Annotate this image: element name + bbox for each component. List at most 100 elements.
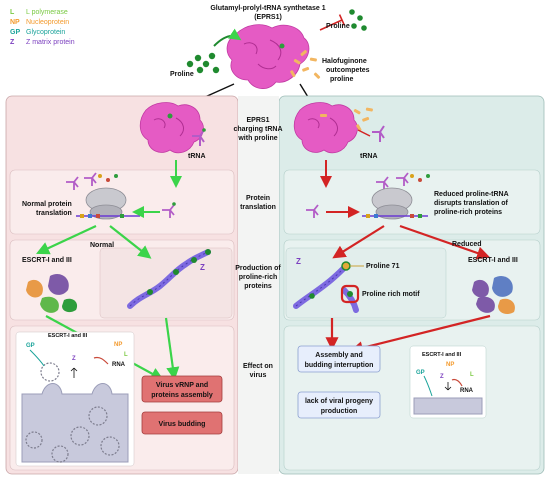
- cell-inset-right: [409, 345, 487, 419]
- eprs1-protein-top: [226, 24, 310, 89]
- inhibition-line: [319, 19, 343, 31]
- box-budding-text: Virus budding: [159, 421, 206, 428]
- row-label-charging-line-1: EPRS1: [247, 117, 270, 124]
- red-arrow-to-z-protein: [332, 225, 385, 259]
- halofuginone-label-line-2: outcompetes: [326, 67, 370, 74]
- inset-z-label-right: Z: [440, 374, 444, 380]
- red-arrow-to-escrt: [399, 224, 491, 260]
- inhibition-line-right: [357, 129, 371, 137]
- middle-column: [238, 96, 279, 474]
- row-label-charging-line-3: with proline: [237, 135, 277, 142]
- trna-icon-left-charging: [192, 128, 206, 146]
- halofuginone-molecules-right: [353, 107, 373, 132]
- title-line-1: Glutamyl-prolyl-tRNA synthetase 1: [210, 5, 325, 12]
- box-lack-line-1: lack of viral progeny: [305, 398, 373, 405]
- protein-blobs-left: [26, 273, 78, 313]
- normal-translation-line-1: Normal protein: [22, 201, 72, 208]
- title-line-2: (EPRS1): [254, 14, 282, 21]
- legend-name-z: Z matrix protein: [26, 39, 75, 46]
- trna-label-right: tRNA: [360, 153, 378, 160]
- row-label-production-line-1: Production of: [235, 265, 281, 272]
- legend-item-gp: GP Glycoprotein: [10, 29, 65, 36]
- legend: L L polymerase NP Nucleoprotein GP Glyco…: [10, 9, 75, 46]
- green-arrow-to-z-protein: [109, 225, 152, 259]
- box-lack-line-2: production: [321, 408, 358, 415]
- normal-label: Normal: [90, 242, 114, 249]
- normal-translation-line-2: translation: [36, 210, 72, 217]
- reduced-label: Reduced: [452, 241, 482, 248]
- inhibition-bar: [338, 14, 346, 26]
- trna-label-left: tRNA: [188, 153, 206, 160]
- legend-name-l: L polymerase: [26, 9, 68, 16]
- box-interrupt-line-1: Assembly and: [315, 352, 362, 359]
- reduced-translation-line-3: proline-rich proteins: [434, 209, 502, 216]
- inset-gp-label-left: GP: [26, 343, 35, 349]
- box-virus-assembly: Virus vRNP and proteins assembly: [141, 375, 223, 403]
- proline71-label: Proline 71: [366, 263, 400, 270]
- box-virus-budding: Virus budding: [141, 411, 223, 435]
- row-label-charging-line-2: charging tRNA: [234, 126, 283, 133]
- row-label-production-line-3: proteins: [244, 283, 272, 290]
- box-lack-progeny: lack of viral progeny production: [297, 391, 381, 419]
- proline-motif-label: Proline rich motif: [362, 291, 420, 298]
- reduced-translation-line-1: Reduced proline-tRNA: [434, 191, 509, 198]
- right-production-subbox: [285, 247, 447, 319]
- legend-code-l: L: [10, 9, 15, 16]
- z-protein-left: [127, 249, 211, 309]
- proline-label-left: Proline: [170, 71, 194, 78]
- legend-item-np: NP Nucleoprotein: [10, 19, 69, 26]
- box-assembly-line-2: proteins assembly: [151, 392, 213, 399]
- halofuginone-label-line-3: proline: [330, 76, 353, 83]
- inset-escrt-label-right: ESCRT-I and III: [422, 352, 462, 358]
- z-protein-right: [293, 261, 360, 313]
- inset-l-label-right: L: [470, 372, 474, 378]
- row-label-effect-line-2: virus: [250, 372, 267, 379]
- legend-code-np: NP: [10, 19, 20, 26]
- escrt-label-right: ESCRT-I and III: [468, 257, 518, 264]
- eprs1-protein-left: [139, 102, 204, 154]
- box-assembly-interruption: Assembly and budding interruption: [297, 345, 381, 373]
- protein-blobs-right: [472, 275, 515, 314]
- row-label-translation-line-1: Protein: [246, 195, 270, 202]
- inset-l-label-left: L: [124, 352, 128, 358]
- row-label-translation-line-2: translation: [240, 204, 276, 211]
- inset-escrt-label-left: ESCRT-I and III: [48, 333, 88, 339]
- red-arrow-escrt-to-interruption: [349, 314, 491, 355]
- legend-name-np: Nucleoprotein: [26, 19, 69, 26]
- trna-icon-left-translation: [162, 202, 176, 218]
- trna-icon-right-translation: [306, 204, 319, 218]
- budding-cell-inset-left: [15, 331, 135, 467]
- ribosome-right: [362, 187, 428, 220]
- inset-rna-label-left: RNA: [112, 362, 126, 368]
- trna-icon-right-charging: [372, 125, 385, 142]
- z-label-right: Z: [296, 257, 301, 266]
- green-arrow-z-to-assembly: [164, 317, 180, 381]
- escrt-label-left: ESCRT-I and III: [22, 257, 72, 264]
- inset-gp-label-right: GP: [416, 370, 425, 376]
- row-label-production-line-2: proline-rich: [239, 274, 278, 281]
- inset-rna-label-right: RNA: [460, 388, 474, 394]
- proline-molecules-right: [349, 9, 367, 31]
- inset-z-label-left: Z: [72, 356, 76, 362]
- legend-code-gp: GP: [10, 29, 20, 36]
- legend-code-z: Z: [10, 39, 15, 46]
- halofuginone-molecules: [290, 50, 321, 79]
- green-arrow-to-escrt: [36, 225, 97, 255]
- legend-name-gp: Glycoprotein: [26, 29, 65, 36]
- ribosome-left: [76, 187, 140, 220]
- inset-np-label-left: NP: [114, 342, 122, 348]
- trna-cluster-left: [66, 172, 118, 190]
- reduced-translation-line-2: disrupts translation of: [434, 200, 509, 207]
- eprs1-protein-right: [293, 102, 358, 154]
- proline-label-right: Proline: [326, 23, 350, 30]
- box-assembly-line-1: Virus vRNP and: [156, 382, 208, 389]
- legend-item-l: L L polymerase: [10, 9, 68, 16]
- z-label-left: Z: [200, 263, 205, 272]
- row-label-effect-line-1: Effect on: [243, 363, 273, 370]
- legend-item-z: Z Z matrix protein: [10, 39, 75, 46]
- halofuginone-label-line-1: Halofuginone: [322, 58, 367, 65]
- proline-entry-arrow: [213, 28, 242, 47]
- inset-np-label-right: NP: [446, 362, 454, 368]
- box-interrupt-line-2: budding interruption: [305, 362, 374, 369]
